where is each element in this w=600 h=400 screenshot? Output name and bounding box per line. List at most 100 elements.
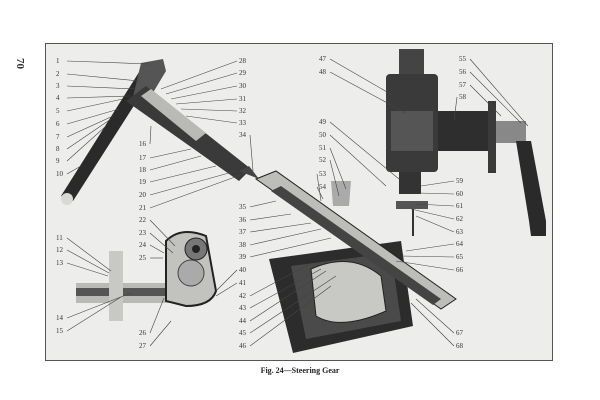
leader-line-8 <box>66 118 112 150</box>
callout-16: 16 <box>139 140 146 148</box>
leader-line-55 <box>469 58 529 127</box>
leader-line-57 <box>469 84 502 117</box>
callout-52: 52 <box>319 156 326 164</box>
callout-11: 11 <box>56 234 63 242</box>
callout-38: 38 <box>239 241 246 249</box>
callout-24: 24 <box>139 241 146 249</box>
callout-5: 5 <box>56 107 60 115</box>
leader-line-10 <box>66 165 82 175</box>
callout-39: 39 <box>239 253 246 261</box>
leader-line-26 <box>149 297 165 334</box>
callout-21: 21 <box>139 204 146 212</box>
callout-56: 56 <box>459 68 466 76</box>
figure-caption: Fig. 24—Steering Gear <box>260 366 340 375</box>
leader-line-7 <box>66 115 114 138</box>
callout-23: 23 <box>139 229 146 237</box>
callout-48: 48 <box>319 68 326 76</box>
callout-46: 46 <box>239 342 246 350</box>
leader-line-36 <box>249 213 292 221</box>
callout-15: 15 <box>56 327 63 335</box>
callout-10: 10 <box>56 170 63 178</box>
leader-line-40 <box>215 269 238 292</box>
callout-66: 66 <box>456 266 463 274</box>
callout-41: 41 <box>239 279 246 287</box>
leader-line-33 <box>185 115 238 124</box>
leader-line-6 <box>66 108 120 125</box>
callout-3: 3 <box>56 82 60 90</box>
callout-57: 57 <box>459 81 466 89</box>
leader-line-53 <box>316 173 322 202</box>
leader-line-21 <box>149 172 247 209</box>
callout-54: 54 <box>319 183 326 191</box>
callout-12: 12 <box>56 246 63 254</box>
callout-8: 8 <box>56 145 60 153</box>
callout-9: 9 <box>56 157 60 165</box>
leader-line-56 <box>469 71 522 124</box>
leader-line-31 <box>175 98 238 105</box>
leader-line-35 <box>249 200 277 208</box>
leader-line-45 <box>249 275 337 334</box>
leader-line-46 <box>249 285 332 347</box>
leader-line-68 <box>410 302 455 347</box>
callout-13: 13 <box>56 259 63 267</box>
callout-37: 37 <box>239 228 246 236</box>
steering-gear-assembly-center <box>254 170 457 353</box>
leader-line-48 <box>329 71 407 114</box>
callout-50: 50 <box>319 131 326 139</box>
callout-67: 67 <box>456 329 463 337</box>
leader-line-27 <box>149 320 172 347</box>
leader-line-66 <box>395 260 455 271</box>
leader-line-47 <box>329 58 395 97</box>
steering-gear-housing-section <box>76 231 218 321</box>
callout-65: 65 <box>456 253 463 261</box>
callout-32: 32 <box>239 107 246 115</box>
callout-27: 27 <box>139 342 146 350</box>
leader-line-52 <box>329 159 340 197</box>
callout-19: 19 <box>139 178 146 186</box>
steering-column-upper <box>61 59 259 205</box>
leader-line-15 <box>66 296 122 332</box>
leader-line-22 <box>149 219 176 247</box>
callout-44: 44 <box>239 317 246 325</box>
leader-line-49 <box>329 121 400 180</box>
leader-line-60 <box>418 192 455 195</box>
callout-42: 42 <box>239 292 246 300</box>
leader-line-42 <box>249 262 312 297</box>
leader-line-44 <box>249 270 327 322</box>
leader-line-1 <box>66 60 152 65</box>
callout-35: 35 <box>239 203 246 211</box>
leader-line-43 <box>249 268 322 309</box>
leader-line-4 <box>66 95 132 99</box>
callout-4: 4 <box>56 94 60 102</box>
leader-line-58 <box>453 96 458 122</box>
callout-17: 17 <box>139 154 146 162</box>
callout-49: 49 <box>319 118 326 126</box>
leader-line-16 <box>149 125 152 145</box>
steering-gear-illustration <box>61 49 546 353</box>
leader-line-30 <box>170 85 238 100</box>
leader-line-24 <box>149 244 165 254</box>
leader-line-29 <box>165 72 238 95</box>
leader-line-3 <box>66 85 137 90</box>
page-number: 70 <box>14 58 26 69</box>
callout-60: 60 <box>456 190 463 198</box>
callout-30: 30 <box>239 82 246 90</box>
callout-68: 68 <box>456 342 463 350</box>
leader-line-9 <box>66 125 107 162</box>
callout-55: 55 <box>459 55 466 63</box>
leader-line-62 <box>410 208 455 220</box>
leader-line-63 <box>415 215 455 233</box>
leader-line-37 <box>249 222 312 233</box>
leader-line-51 <box>329 147 347 190</box>
leader-line-28 <box>160 60 238 90</box>
callout-1: 1 <box>56 57 60 65</box>
leader-line-19 <box>149 165 217 183</box>
leader-line-50 <box>329 134 387 187</box>
callout-62: 62 <box>456 215 463 223</box>
leader-line-39 <box>249 237 332 258</box>
callout-43: 43 <box>239 304 246 312</box>
leader-line-12 <box>66 249 110 274</box>
leader-line-61 <box>415 203 455 207</box>
leader-line-38 <box>249 228 322 246</box>
callout-53: 53 <box>319 170 326 178</box>
